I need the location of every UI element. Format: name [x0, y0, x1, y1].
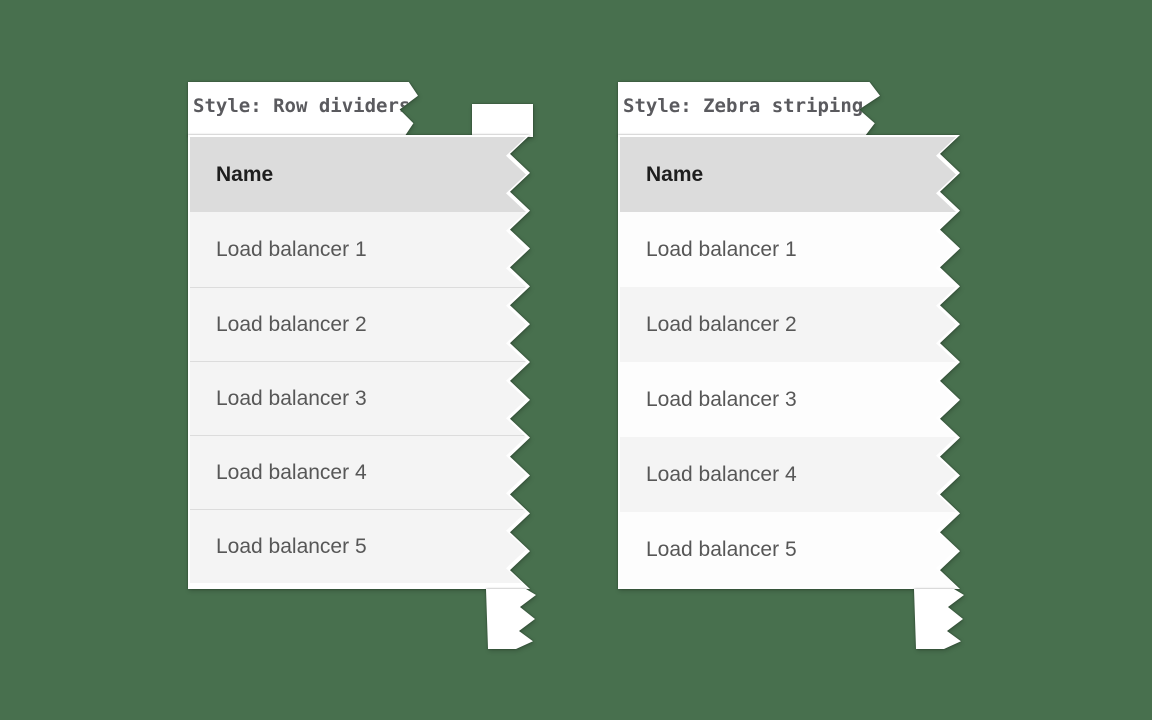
label-strip-zebra-striping: Style: Zebra striping	[618, 82, 880, 137]
column-header-label: Name	[216, 162, 274, 186]
cell-text: Load balancer 5	[646, 537, 797, 561]
table-row: Load balancer 3	[190, 361, 526, 435]
torn-label-strip: Style: Zebra striping	[618, 82, 880, 137]
table-body: Load balancer 1 Load balancer 2 Load bal…	[190, 212, 526, 583]
torn-table-edge: Name Load balancer 1 Load balancer 2 Loa…	[188, 135, 530, 589]
table-row: Load balancer 5	[620, 512, 956, 587]
cell-text: Load balancer 5	[216, 534, 367, 558]
table-body: Load balancer 1 Load balancer 2 Load bal…	[620, 212, 956, 587]
torn-paper-bit	[486, 589, 536, 649]
torn-top-piece	[472, 104, 533, 137]
cell-text: Load balancer 2	[216, 312, 367, 336]
table-fragment-row-dividers: Name Load balancer 1 Load balancer 2 Loa…	[188, 135, 530, 589]
data-table-row-dividers: Name Load balancer 1 Load balancer 2 Loa…	[190, 137, 526, 587]
column-header-name: Name	[620, 137, 956, 212]
table-row: Load balancer 4	[190, 435, 526, 509]
column-header-name: Name	[190, 137, 526, 212]
torn-bottom-piece	[486, 589, 536, 649]
cell-text: Load balancer 1	[646, 237, 797, 261]
style-label-row-dividers: Style: Row dividers	[193, 94, 411, 117]
table-row: Load balancer 2	[190, 287, 526, 361]
table-row: Load balancer 2	[620, 287, 956, 362]
table-row: Load balancer 3	[620, 362, 956, 437]
table-row: Load balancer 5	[190, 509, 526, 583]
torn-table-edge: Name Load balancer 1 Load balancer 2 Loa…	[618, 135, 960, 589]
table-row: Load balancer 1	[620, 212, 956, 287]
cell-text: Load balancer 4	[646, 462, 797, 486]
column-header-label: Name	[646, 162, 704, 186]
torn-paper-box	[472, 104, 533, 137]
cell-text: Load balancer 3	[216, 386, 367, 410]
style-label-zebra-striping: Style: Zebra striping	[623, 94, 864, 117]
torn-bottom-piece	[914, 589, 964, 649]
table-row: Load balancer 1	[190, 212, 526, 287]
cell-text: Load balancer 3	[646, 387, 797, 411]
cell-text: Load balancer 2	[646, 312, 797, 336]
table-fragment-zebra-striping: Name Load balancer 1 Load balancer 2 Loa…	[618, 135, 960, 589]
cell-text: Load balancer 4	[216, 460, 367, 484]
torn-label-strip: Style: Row dividers	[188, 82, 418, 137]
data-table-zebra-striping: Name Load balancer 1 Load balancer 2 Loa…	[620, 137, 956, 587]
cell-text: Load balancer 1	[216, 237, 367, 261]
label-strip-row-dividers: Style: Row dividers	[188, 82, 418, 137]
torn-paper-bit	[914, 589, 964, 649]
table-row: Load balancer 4	[620, 437, 956, 512]
